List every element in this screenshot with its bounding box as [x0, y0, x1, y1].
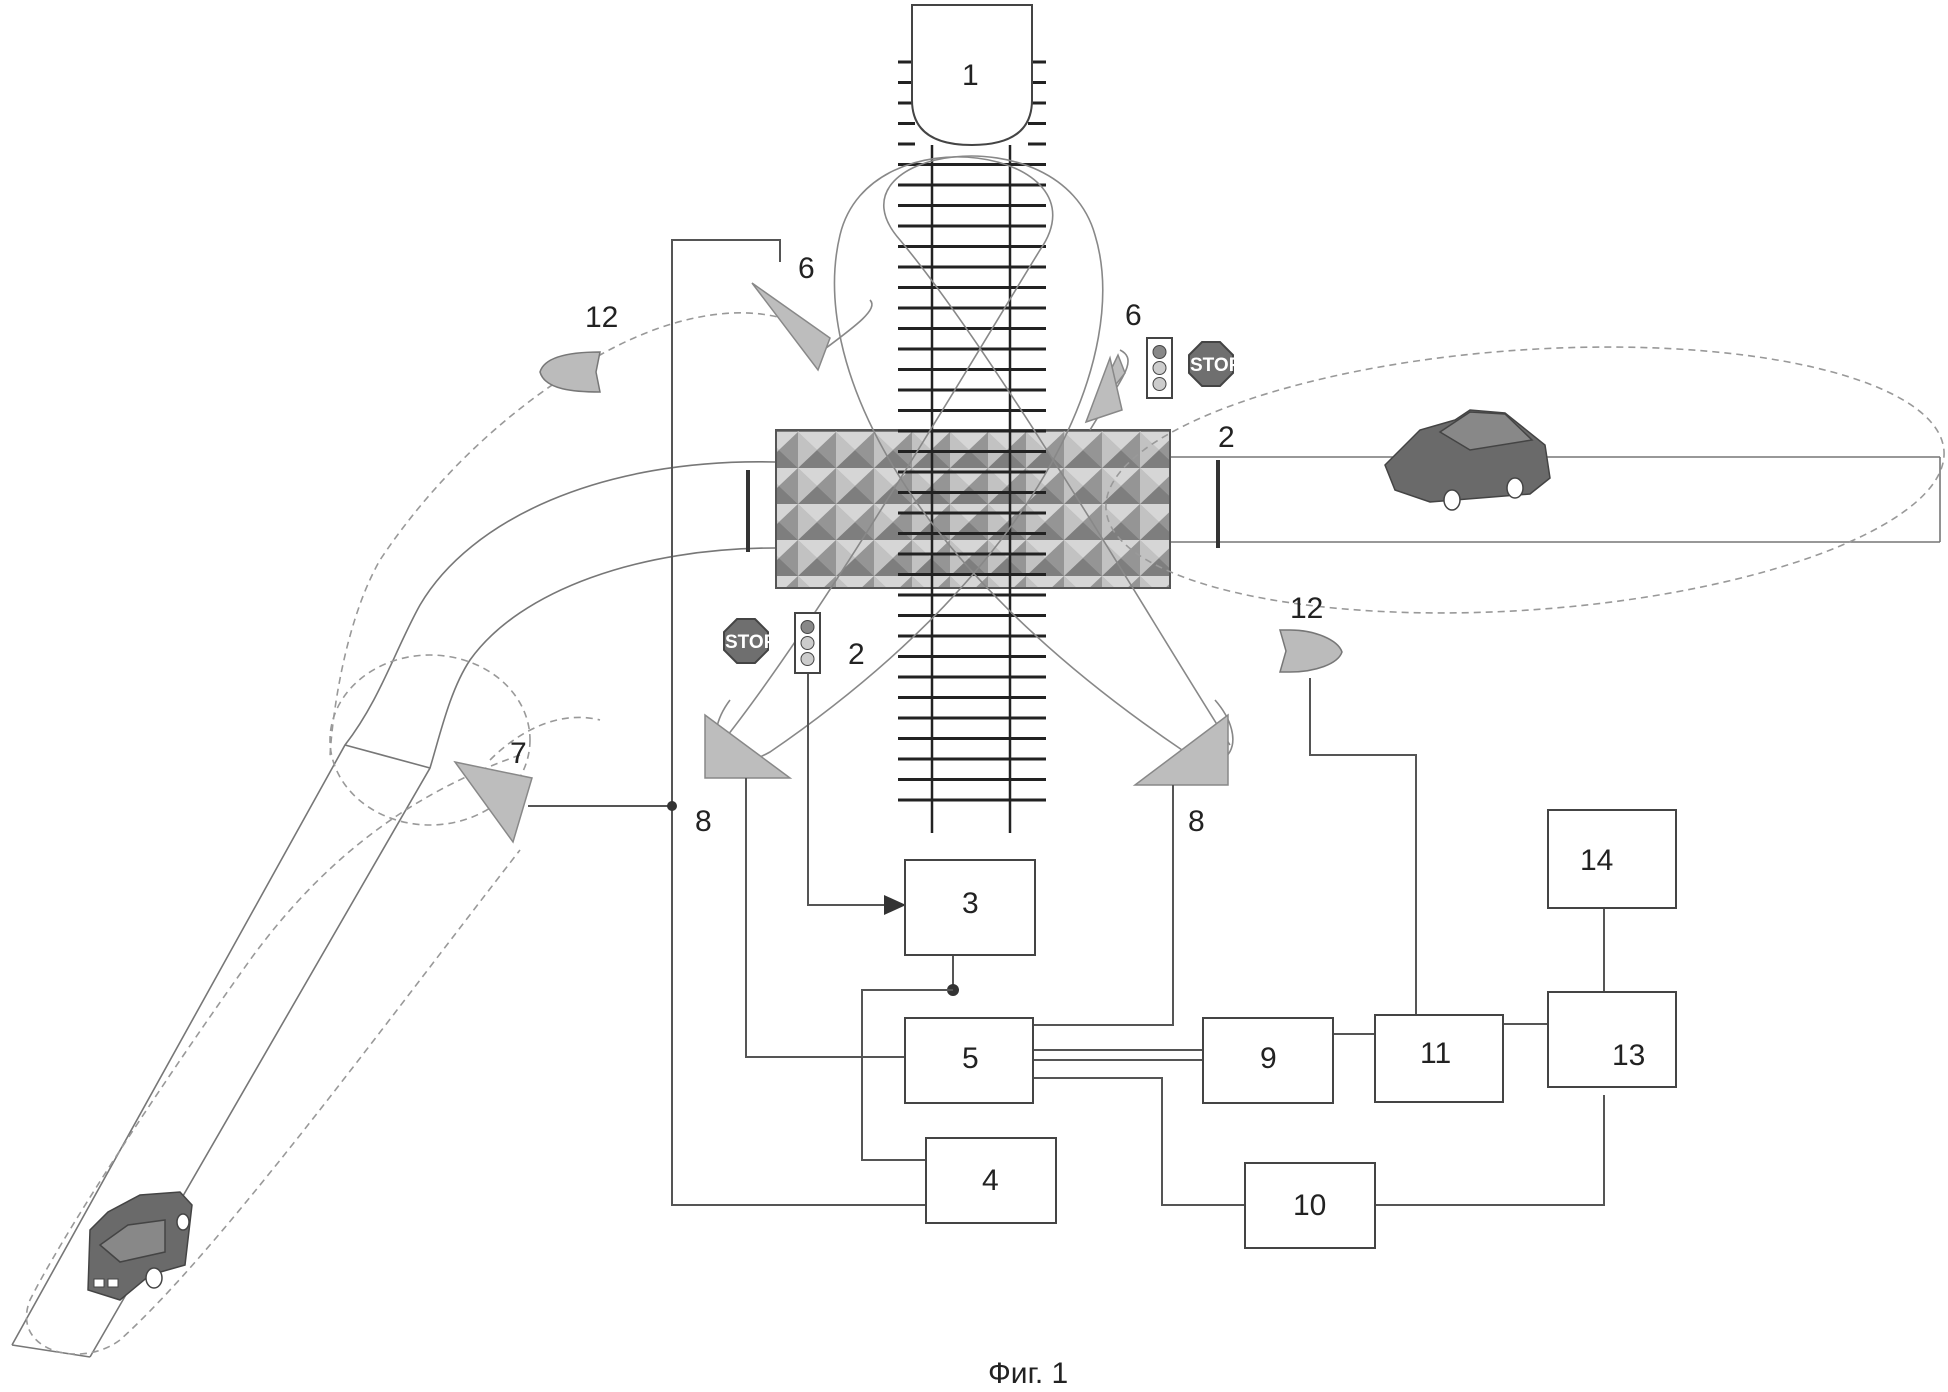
label-unit-3: 3 [962, 887, 979, 920]
car-icon [1385, 410, 1550, 510]
label-unit-13: 13 [1612, 1039, 1645, 1072]
block-4: 4 [926, 1138, 1056, 1223]
block-3: 3 [905, 860, 1035, 955]
label-unit-5: 5 [962, 1042, 979, 1075]
stop-sign-icon: STOP [1189, 342, 1242, 386]
road-right [1170, 457, 1940, 542]
label-sensor-6-left: 6 [798, 252, 815, 285]
label-sensor-8-left: 8 [695, 805, 712, 838]
block-10: 10 [1245, 1163, 1375, 1248]
speaker-icon [1280, 630, 1342, 672]
label-barrier-left: 2 [848, 638, 865, 671]
block-11: 11 [1375, 1015, 1503, 1102]
sensor-icon [455, 762, 532, 842]
label-train: 1 [962, 59, 979, 92]
label-speaker-12-right: 12 [1290, 592, 1323, 625]
block-9: 9 [1203, 1018, 1333, 1103]
label-sensor-8-right: 8 [1188, 805, 1205, 838]
sensor-icon [1135, 715, 1228, 785]
traffic-light-icon [1147, 338, 1172, 398]
block-13: 13 [1548, 992, 1676, 1087]
speaker-icon [540, 352, 600, 392]
block-5: 5 [905, 1018, 1033, 1103]
crossing-deck [776, 430, 1170, 588]
stop-sign-text-right: STOP [1190, 355, 1242, 376]
label-speaker-12-left: 12 [585, 301, 618, 334]
figure-caption: Фиг. 1 [988, 1357, 1068, 1390]
label-unit-11: 11 [1420, 1037, 1451, 1070]
label-unit-4: 4 [982, 1164, 999, 1197]
label-barrier-right: 2 [1218, 421, 1235, 454]
label-unit-10: 10 [1293, 1189, 1326, 1222]
block-14: 14 [1548, 810, 1676, 908]
label-unit-9: 9 [1260, 1042, 1277, 1075]
label-sensor-7: 7 [510, 737, 527, 770]
stop-sign-icon: STOP [724, 619, 777, 663]
stop-sign-text-left: STOP [725, 632, 777, 653]
label-unit-14: 14 [1580, 844, 1613, 877]
traffic-light-icon [795, 613, 820, 673]
sensor-icon [752, 283, 830, 370]
label-sensor-6-right: 6 [1125, 299, 1142, 332]
